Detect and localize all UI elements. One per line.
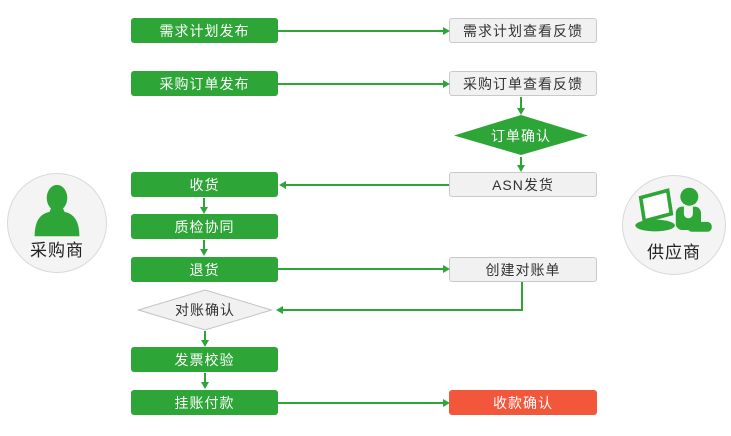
node-create-statement: 创建对账单 (449, 257, 597, 282)
flow-line (521, 282, 523, 311)
arrowhead-down (200, 207, 208, 214)
flow-line (286, 184, 449, 186)
node-receive-goods: 收货 (131, 172, 278, 197)
node-label: 创建对账单 (485, 261, 561, 278)
arrowhead-right (443, 265, 450, 273)
flow-line (278, 402, 444, 404)
node-label: 需求计划查看反馈 (463, 22, 583, 39)
arrowhead-down (517, 108, 525, 115)
decision-reconcile-confirm: 对账确认 (137, 289, 273, 331)
arrowhead-down (201, 340, 209, 347)
node-label: 对账确认 (175, 302, 235, 318)
node-po-publish: 采购订单发布 (131, 71, 278, 96)
node-label: 收款确认 (493, 394, 553, 411)
node-label: 采购订单发布 (159, 75, 250, 92)
person-icon (34, 184, 80, 237)
flow-line (520, 97, 522, 109)
arrowhead-right (443, 80, 450, 88)
node-label: 质检协同 (174, 218, 235, 235)
node-quality-collab: 质检协同 (131, 214, 278, 239)
arrowhead-down (200, 249, 208, 256)
flow-line (278, 268, 444, 270)
laptop-user-icon (635, 187, 712, 232)
actor-supplier-label: 供应商 (647, 243, 701, 262)
flow-line (203, 240, 205, 250)
flow-line (204, 373, 206, 383)
actor-supplier: 供应商 (622, 175, 726, 275)
diamond-shape (137, 289, 273, 331)
node-label: 挂账付款 (174, 394, 235, 411)
node-label: ASN发货 (492, 176, 554, 193)
arrowhead-left (276, 306, 283, 314)
node-receipt-confirm: 收款确认 (449, 390, 597, 415)
actor-buyer: 采购商 (7, 173, 107, 273)
flow-line (283, 309, 523, 311)
node-label: 收货 (189, 176, 220, 193)
node-demand-plan-feedback: 需求计划查看反馈 (449, 18, 597, 43)
arrowhead-down (201, 382, 209, 389)
arrowhead-left (279, 181, 286, 189)
node-book-payment: 挂账付款 (131, 390, 278, 415)
flow-line (278, 83, 444, 85)
flow-line (278, 30, 444, 32)
actor-buyer-label: 采购商 (30, 241, 84, 260)
arrowhead-down (517, 165, 525, 172)
node-demand-plan-publish: 需求计划发布 (131, 18, 278, 43)
arrowhead-right (443, 399, 450, 407)
node-label: 采购订单查看反馈 (463, 75, 583, 92)
flow-line (204, 331, 206, 341)
node-label: 退货 (189, 261, 220, 278)
node-return-goods: 退货 (131, 257, 278, 282)
flow-line (520, 157, 522, 166)
decision-order-confirm: 订单确认 (453, 115, 589, 156)
node-invoice-verify: 发票校验 (131, 347, 278, 372)
node-label: 发票校验 (174, 351, 235, 368)
node-label: 订单确认 (491, 127, 551, 144)
node-po-feedback: 采购订单查看反馈 (449, 71, 597, 96)
arrowhead-right (443, 27, 450, 35)
diamond-shape (454, 115, 588, 155)
flow-line (203, 198, 205, 208)
node-label: 需求计划发布 (159, 22, 250, 39)
node-asn-ship: ASN发货 (449, 172, 597, 197)
